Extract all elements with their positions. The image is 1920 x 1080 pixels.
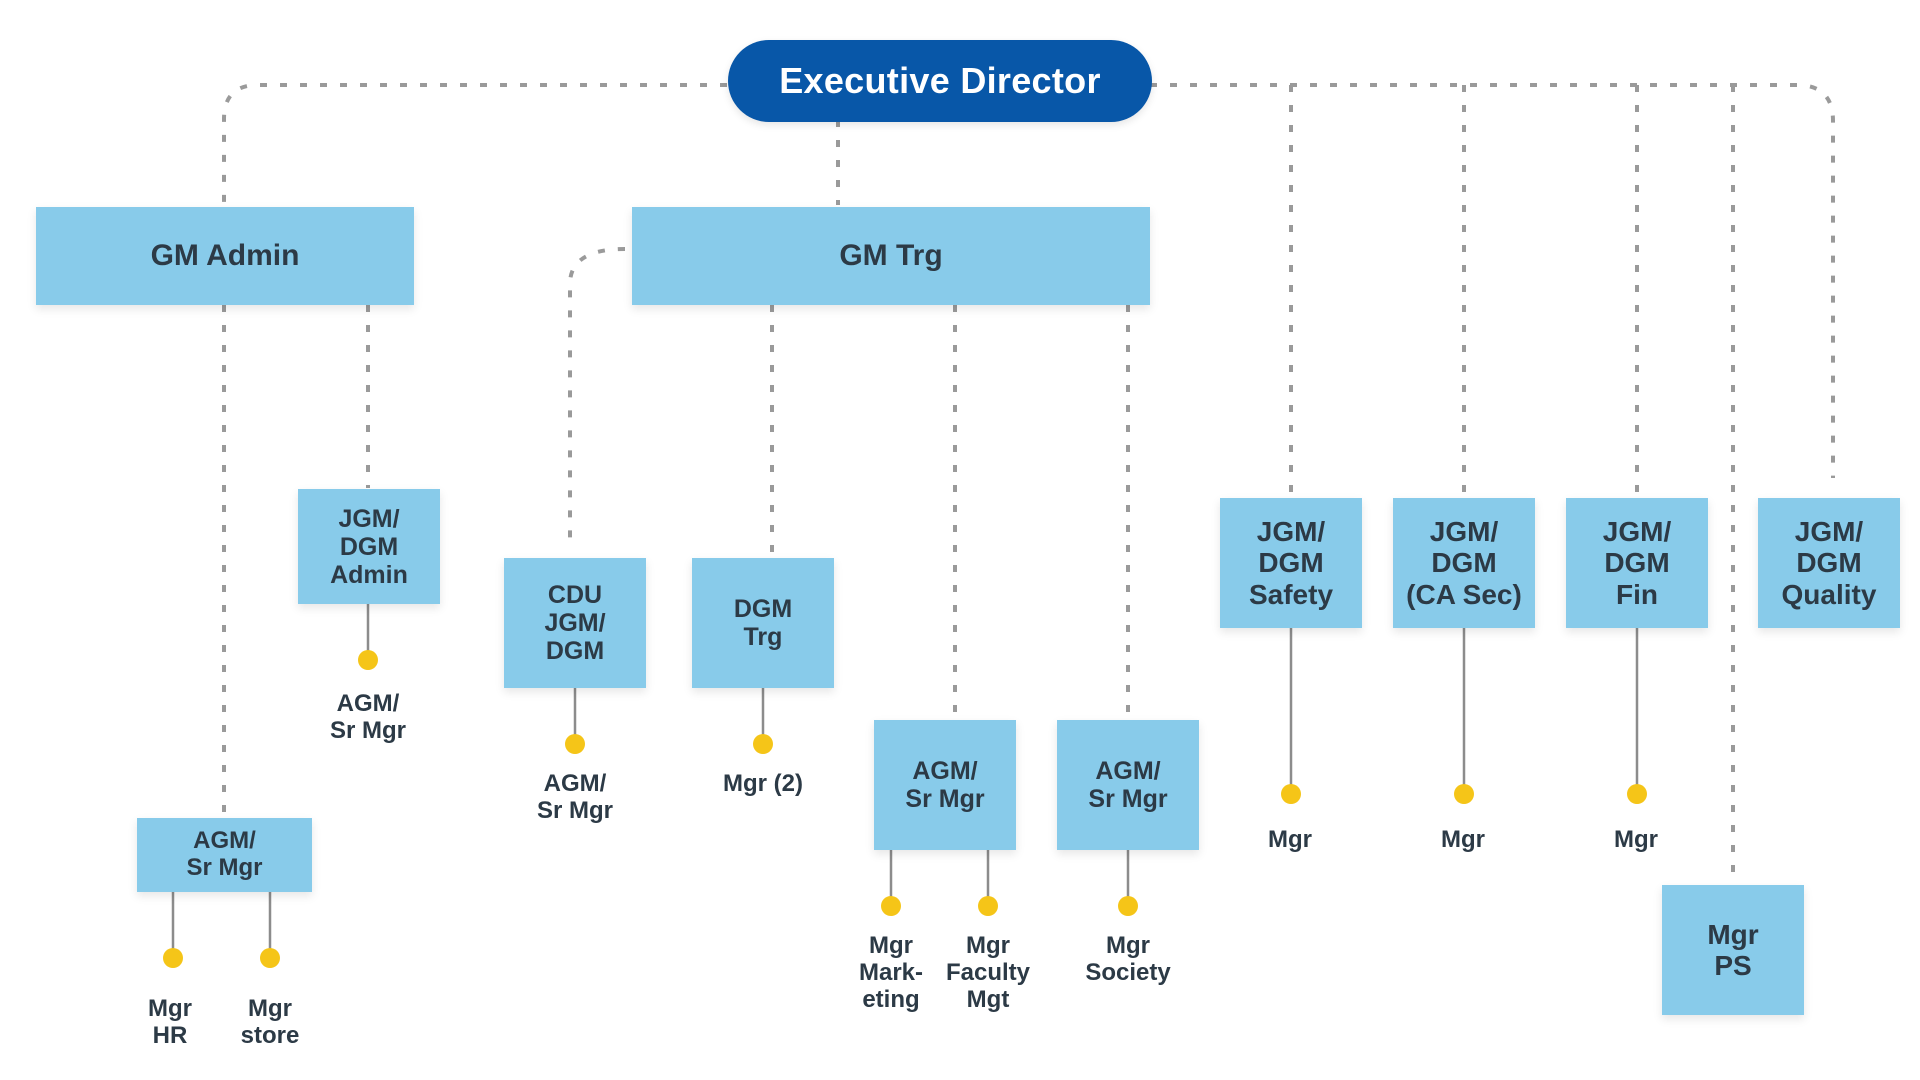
jgm-dgm-admin-label: JGM/ DGM Admin [330,504,408,589]
leaf-mgr-2: Mgr (2) [723,770,803,797]
dot-mgr-safety [1281,784,1301,804]
dgm-trg-node: DGM Trg [692,558,834,688]
leaf-mgr-society: Mgr Society [1085,932,1171,986]
mgr-ps-label: Mgr PS [1707,918,1759,981]
dot-mgr-hr [163,948,183,968]
leaf-mgr-casec: Mgr [1441,826,1485,853]
jgm-casec-label: JGM/ DGM (CA Sec) [1406,515,1522,610]
dot-mgr-fin [1627,784,1647,804]
connector-ed-to-gm-admin [222,83,727,205]
dot-mgr-faculty [978,896,998,916]
dot-mgr-store [260,948,280,968]
jgm-casec-node: JGM/ DGM (CA Sec) [1393,498,1535,628]
dot-mgr-casec [1454,784,1474,804]
leaf-mgr-hr: Mgr HR [148,995,192,1049]
mgr-ps-node: Mgr PS [1662,885,1804,1015]
leaf-mgr-fin: Mgr [1614,826,1658,853]
executive-director-label: Executive Director [779,60,1101,101]
dot-mgr-marketing [881,896,901,916]
leaf-agm-srmgr-cdu: AGM/ Sr Mgr [536,770,614,824]
gm-admin-label: GM Admin [150,239,300,273]
leaf-mgr-faculty: Mgr Faculty Mgt [945,932,1031,1013]
agm-marketing-node: AGM/ Sr Mgr [874,720,1016,850]
jgm-fin-node: JGM/ DGM Fin [1566,498,1708,628]
leaf-agm-srmgr-admin: AGM/ Sr Mgr [329,690,407,744]
jgm-fin-label: JGM/ DGM Fin [1602,515,1672,610]
dot-agm-srmgr-cdu [565,734,585,754]
agm-admin-node: AGM/ Sr Mgr [137,818,312,892]
jgm-safety-label: JGM/ DGM Safety [1248,515,1334,610]
agm-society-label: AGM/ Sr Mgr [1088,757,1168,813]
dgm-trg-label: DGM Trg [733,595,793,651]
jgm-dgm-admin-node: JGM/ DGM Admin [298,489,440,604]
gm-trg-node: GM Trg [632,207,1150,305]
cdu-node: CDU JGM/ DGM [504,558,646,688]
gm-trg-label: GM Trg [839,239,943,273]
agm-admin-label: AGM/ Sr Mgr [186,827,263,881]
connector-ed-to-quality [1150,83,1835,478]
jgm-quality-label: JGM/ DGM Quality [1781,515,1877,610]
executive-director-node: Executive Director [728,40,1152,122]
leaf-mgr-store: Mgr store [240,995,300,1049]
jgm-safety-node: JGM/ DGM Safety [1220,498,1362,628]
cdu-label: CDU JGM/ DGM [544,581,606,665]
dot-mgr-2 [753,734,773,754]
leaf-mgr-safety: Mgr [1268,826,1312,853]
gm-admin-node: GM Admin [36,207,414,305]
agm-marketing-label: AGM/ Sr Mgr [905,757,985,813]
dot-agm-srmgr-admin [358,650,378,670]
jgm-quality-node: JGM/ DGM Quality [1758,498,1900,628]
connector-gm-trg-to-cdu [568,247,626,545]
dot-mgr-society [1118,896,1138,916]
agm-society-node: AGM/ Sr Mgr [1057,720,1199,850]
leaf-mgr-marketing: Mgr Mark- eting [858,932,924,1013]
